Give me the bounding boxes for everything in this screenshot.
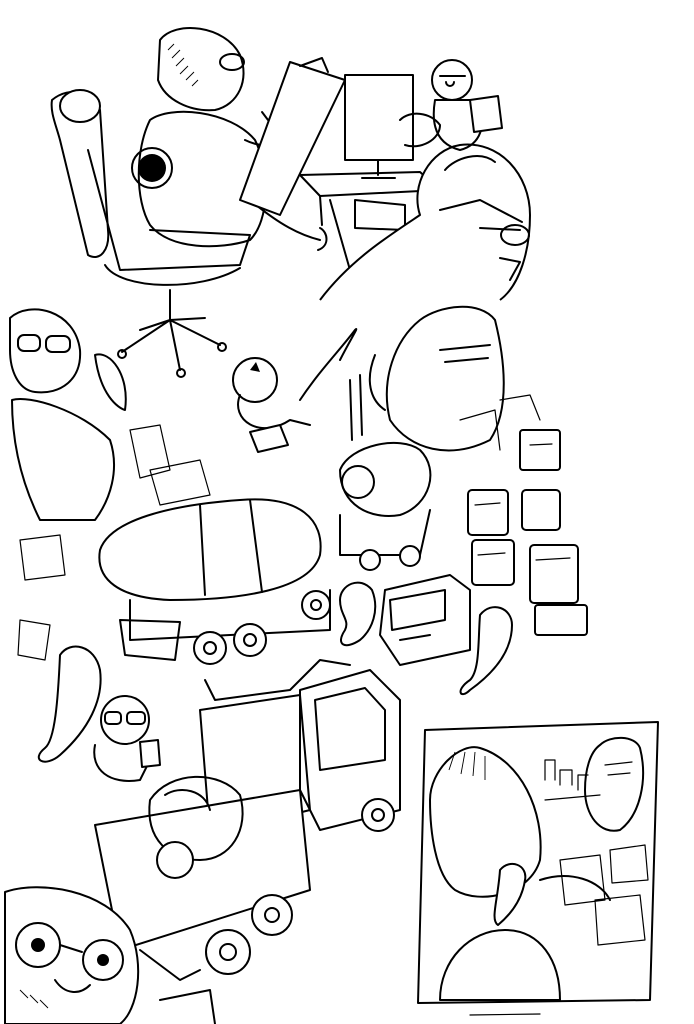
crane-truck-with-sleeping-figure xyxy=(95,660,400,980)
seated-artist xyxy=(132,28,327,250)
drawing-board xyxy=(240,62,345,215)
framed-panel xyxy=(418,722,658,1003)
artist-portrait-profile xyxy=(320,145,530,300)
truck-traffic-scene xyxy=(10,307,587,762)
corner-panel-fragment xyxy=(160,990,215,1024)
delivery-van xyxy=(380,575,470,665)
faint-caption-mark xyxy=(470,1014,540,1015)
kaiju-creature xyxy=(370,307,504,451)
figure-with-phone xyxy=(94,696,160,781)
bespectacled-figure-left xyxy=(10,309,126,520)
small-figure-with-notebook xyxy=(432,60,502,150)
close-up-face xyxy=(5,887,138,1024)
office-chair xyxy=(52,90,250,377)
artist-at-desk xyxy=(52,28,530,377)
crawling-figure xyxy=(233,329,356,452)
ghost-creatures xyxy=(39,583,512,762)
parked-cars xyxy=(468,430,587,635)
cement-mixer-truck-small xyxy=(340,443,430,570)
cement-mixer-truck-large xyxy=(99,499,330,664)
